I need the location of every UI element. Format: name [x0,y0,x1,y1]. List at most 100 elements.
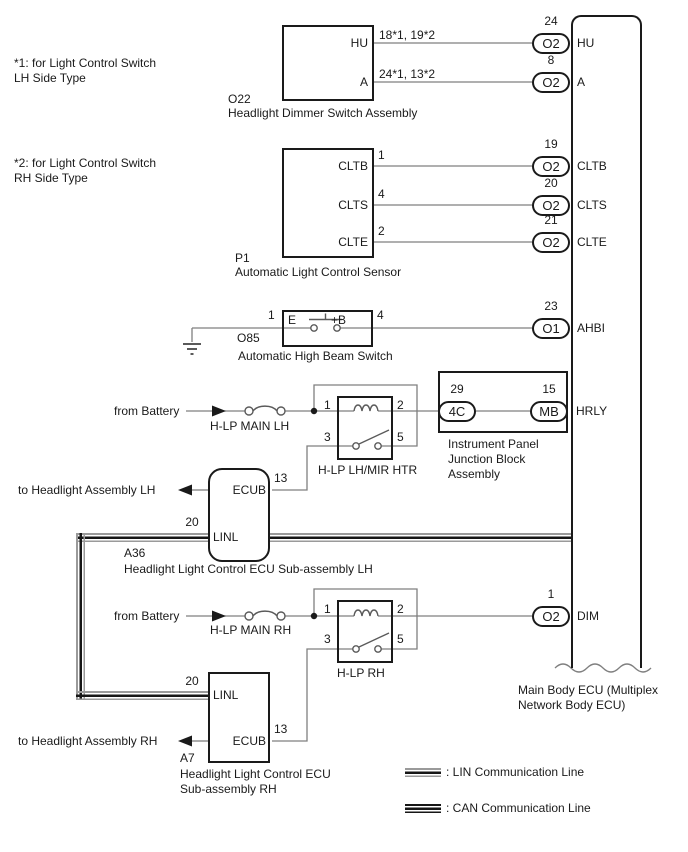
a7-pin-number-20: 20 [185,674,199,688]
o85-pin-number-right: 4 [377,308,384,322]
ecu-connector-oval: O2 [532,33,570,54]
fuse-label-rh: H-LP MAIN RH [210,623,292,637]
ecu-pin-label: HRLY [576,404,608,418]
note-1-line-2: LH Side Type [14,71,86,85]
p1-box [282,148,374,258]
p1-pin-number-cltb: 1 [378,148,385,162]
relay-rh-box [337,600,393,663]
ecu-connector-oval: MB [530,401,568,422]
high-beam-switch-icon [309,313,342,332]
lin-line-loop-top [76,533,209,542]
a36-pin-number-13: 13 [274,471,288,485]
relay-lh-pin-2: 2 [397,398,404,412]
lin-line-a36-to-ecu [270,533,571,542]
a7-box [208,672,270,763]
o22-pin-hu: HU [350,36,368,50]
ecu-connector-pin-number: 19 [544,137,558,151]
lin-line-loop-left [76,533,85,700]
junction-block-name-line-2: Junction Block [448,452,526,466]
relay-coil-lh-icon [353,404,379,412]
p1-name: Automatic Light Control Sensor [235,265,402,279]
o85-code: O85 [237,331,260,345]
from-battery-label-rh: from Battery [114,609,180,623]
junction-dot-lh [310,407,318,415]
p1-pin-clts: CLTS [338,198,368,212]
relay-lh-box [337,396,393,460]
o85-pin-b: +B [331,313,347,327]
wire-bypass-lh [313,384,418,447]
ecu-connector-pin-number: 21 [544,213,558,227]
note-2-line-1: *2: for Light Control Switch [14,156,157,170]
a7-pin-number-13: 13 [274,722,288,736]
relay-rh-pin-5: 5 [397,632,404,646]
wire-bypass-rh [313,588,418,650]
ecu-connector-pin-number: 24 [544,14,558,28]
o85-pin-number-left: 1 [268,308,275,322]
relay-lh-pin-5: 5 [397,430,404,444]
o22-box [282,25,374,101]
relay-rh-name: H-LP RH [337,666,385,680]
connector-code: O2 [542,159,560,174]
wire-ecub-rh [272,648,353,742]
connector-code: O1 [542,321,560,336]
ecu-pin-label: A [577,75,586,89]
a36-pin-linl: LINL [213,530,239,544]
junction-block-4c-oval: 4C [438,401,476,422]
main-body-ecu-box [571,15,642,668]
fuse-rh-icon [244,610,286,621]
connector-code: O2 [542,75,560,90]
relay-rh-pin-2: 2 [397,602,404,616]
connector-code: O2 [542,36,560,51]
ecu-break-wave-icon [554,663,652,673]
ecu-connector-oval: O2 [532,232,570,253]
connector-code: MB [539,404,559,419]
ecu-connector-pin-number: 23 [544,299,558,313]
relay-switch-lh-icon [352,429,390,450]
legend-lin-line-icon [405,768,441,777]
to-headlight-lh-label: to Headlight Assembly LH [18,483,156,497]
a7-name-line-1: Headlight Light Control ECU [180,767,331,781]
ecu-pin-label: CLTS [577,198,607,212]
battery-arrow-lh-icon [212,405,226,417]
lin-line-loop-bottom [76,691,209,700]
a36-box [208,468,270,562]
relay-lh-name: H-LP LH/MIR HTR [318,463,418,477]
relay-lh-pin-1: 1 [324,398,331,412]
to-headlight-rh-label: to Headlight Assembly RH [18,734,158,748]
relay-switch-rh-icon [352,632,390,653]
o22-code: O22 [228,92,251,106]
ecu-connector-pin-number: 20 [544,176,558,190]
junction-dot-rh [310,612,318,620]
junction-block-box [438,371,568,433]
p1-code: P1 [235,251,250,265]
relay-coil-rh-icon [353,609,379,617]
junction-block-name-line-3: Assembly [448,467,501,481]
o22-wire-a-label: 24*1, 13*2 [379,67,436,81]
connector-code: O2 [542,235,560,250]
p1-pin-number-clts: 4 [378,187,385,201]
ecu-connector-oval: O2 [532,606,570,627]
ecu-name-line-1: Main Body ECU (Multiplex [518,683,659,697]
a36-pin-ecub: ECUB [232,483,266,497]
ecu-connector-pin-number: 8 [547,53,555,67]
a7-pin-ecub: ECUB [232,734,266,748]
a36-code: A36 [124,546,146,560]
a36-pin-number-20: 20 [185,515,199,529]
p1-pin-cltb: CLTB [338,159,368,173]
ecu-pin-label: AHBI [577,321,606,335]
wire-ecub-lh [272,445,353,491]
a7-code: A7 [180,751,195,765]
a7-pin-linl: LINL [213,688,239,702]
ecu-connector-oval: O2 [532,72,570,93]
from-battery-label-lh: from Battery [114,404,180,418]
ecu-connector-oval: O1 [532,318,570,339]
ecu-name-line-2: Network Body ECU) [518,698,626,712]
ecu-pin-label: HU [577,36,595,50]
ecu-connector-oval: O2 [532,195,570,216]
connector-code: 4C [448,404,466,419]
ecu-connector-pin-number: 15 [542,382,556,396]
ecu-pin-label: CLTB [577,159,607,173]
legend-lin-label: : LIN Communication Line [446,765,585,779]
note-1-line-1: *1: for Light Control Switch [14,56,157,70]
